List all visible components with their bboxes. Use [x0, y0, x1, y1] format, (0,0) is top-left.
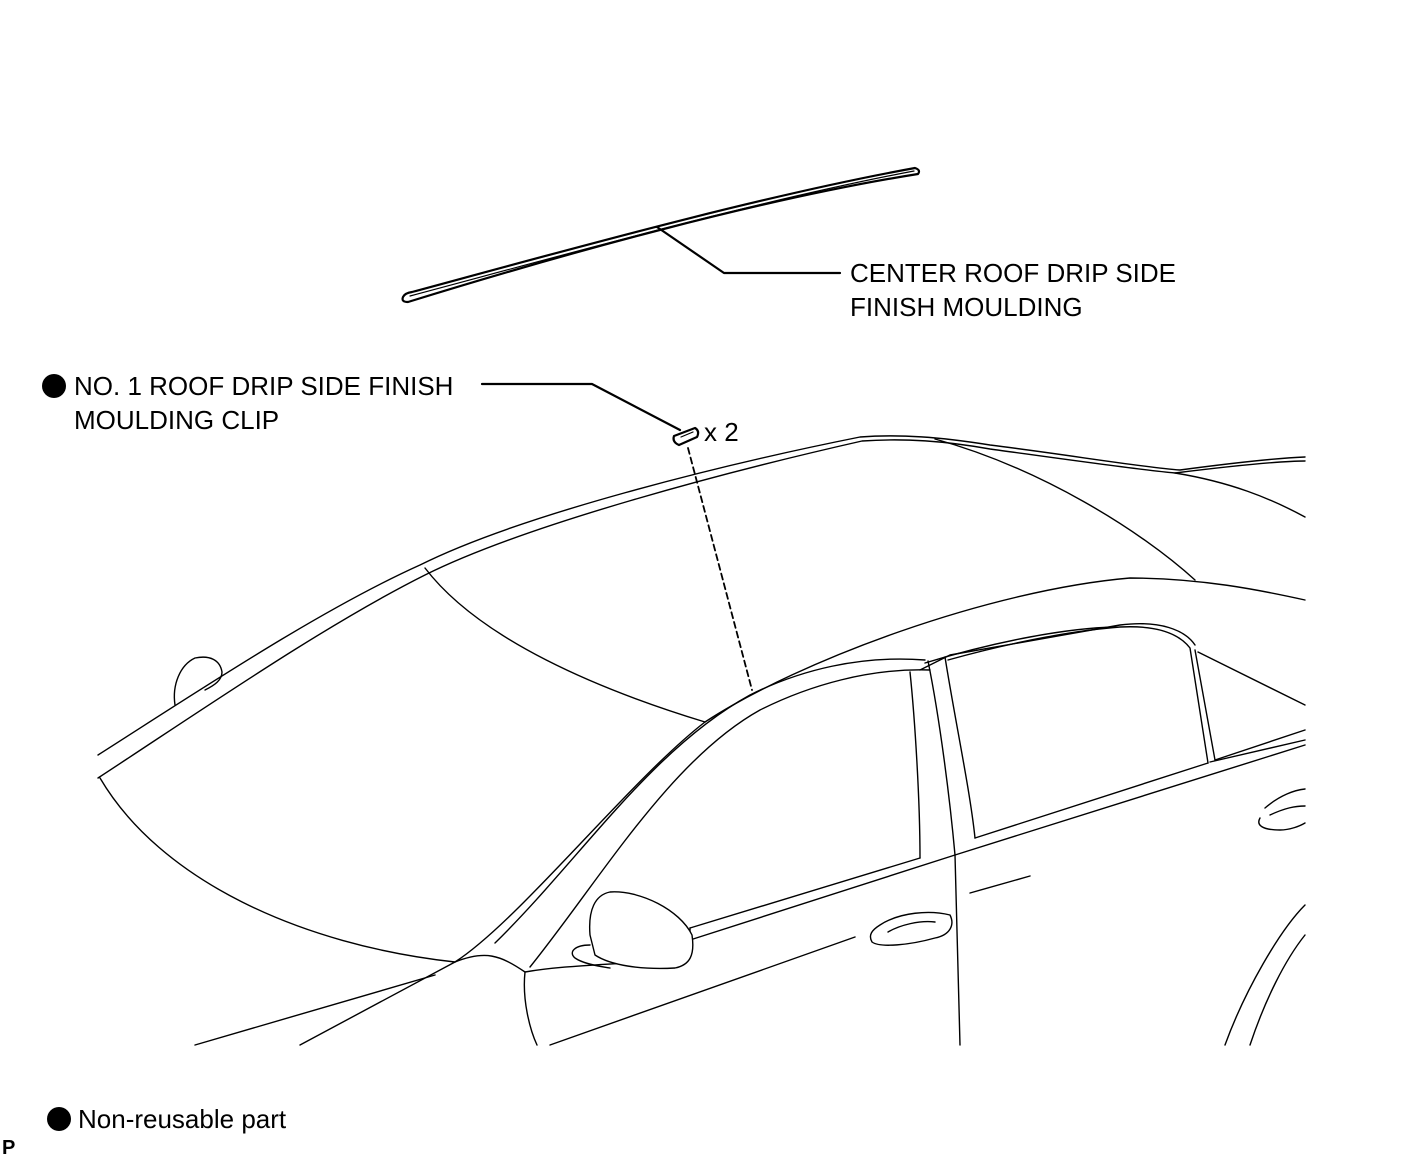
non-reusable-bullet-icon: [42, 374, 66, 398]
clip-installation-dashed-line: [687, 447, 753, 691]
center-moulding-label-line1: CENTER ROOF DRIP SIDE: [850, 258, 1177, 288]
legend-text: Non-reusable part: [78, 1104, 287, 1134]
center-roof-drip-side-finish-moulding: [401, 166, 921, 304]
moulding-clip-icon: [672, 426, 700, 447]
clip-quantity-label: x 2: [704, 417, 739, 447]
clip-label-line1: NO. 1 ROOF DRIP SIDE FINISH: [74, 371, 454, 401]
corner-mark: P: [2, 1137, 16, 1159]
center-moulding-label-line2: FINISH MOULDING: [850, 292, 1083, 322]
clip-label-line2: MOULDING CLIP: [74, 405, 280, 435]
leader-line-center-moulding: [655, 225, 842, 275]
legend-bullet-icon: [47, 1107, 71, 1131]
car-body-outline: [97, 435, 1306, 1046]
leader-line-clip: [480, 382, 682, 432]
